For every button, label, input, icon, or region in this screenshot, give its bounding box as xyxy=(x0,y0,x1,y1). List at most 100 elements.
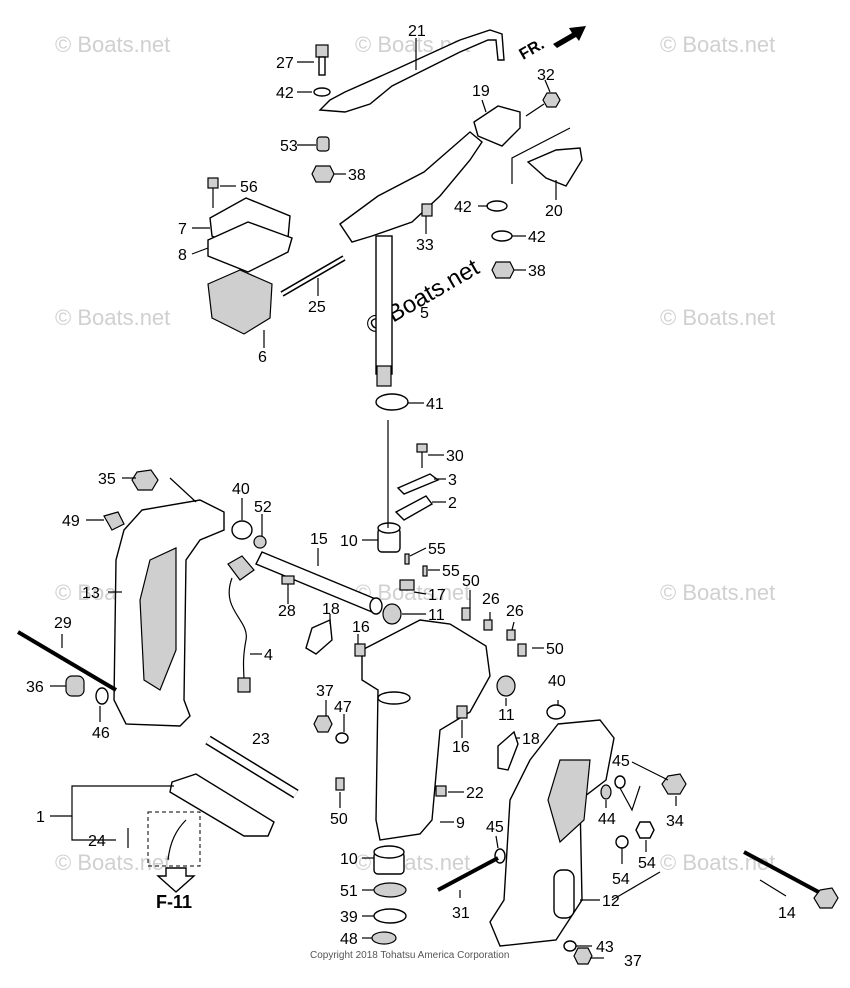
washer-47 xyxy=(335,732,349,744)
callout-29: 29 xyxy=(54,615,72,632)
callout-37: 37 xyxy=(316,683,334,700)
watermark-text: © Boats.net xyxy=(55,32,170,57)
callout-12: 12 xyxy=(602,893,620,910)
callout-1: 1 xyxy=(36,809,45,826)
callout-11: 11 xyxy=(498,707,515,724)
fitting-26b xyxy=(506,629,516,641)
fitting-26a xyxy=(483,619,493,631)
callout-18: 18 xyxy=(522,731,540,748)
callout-11: 11 xyxy=(428,607,445,624)
bolt-22 xyxy=(435,785,447,797)
callout-47: 47 xyxy=(334,699,352,716)
washer-54a xyxy=(615,835,629,849)
callout-8: 8 xyxy=(178,247,187,264)
bolt-31 xyxy=(437,856,499,892)
bolt-16a xyxy=(354,643,366,657)
watermark-text: © Boats.net xyxy=(660,305,775,330)
callout-10: 10 xyxy=(340,533,358,550)
leader-lines xyxy=(50,38,787,959)
washer-46 xyxy=(95,687,109,705)
grease-nipple-50b xyxy=(517,643,527,657)
watermark-text: © Boats.net xyxy=(660,32,775,57)
collar-33 xyxy=(421,203,433,217)
grease-nipple-50c xyxy=(335,777,345,791)
shaft-spline xyxy=(376,365,392,387)
nut-38b xyxy=(491,261,515,279)
callout-52: 52 xyxy=(254,499,272,516)
bushing-10-lower xyxy=(373,845,405,875)
steering-arm-rod xyxy=(318,29,505,113)
callout-16: 16 xyxy=(452,739,470,756)
callout-3: 3 xyxy=(448,472,457,489)
callout-45: 45 xyxy=(612,753,630,770)
washer-40b xyxy=(546,704,566,720)
callout-30: 30 xyxy=(446,448,464,465)
callout-36: 36 xyxy=(26,679,44,696)
callout-4: 4 xyxy=(264,647,273,664)
washer-41 xyxy=(375,393,409,411)
lever-18a xyxy=(305,618,333,655)
callout-22: 22 xyxy=(466,785,484,802)
callout-26: 26 xyxy=(482,591,500,608)
bracket-19 xyxy=(473,105,521,147)
gasket-8 xyxy=(207,221,293,273)
callout-55: 55 xyxy=(442,563,460,580)
callout-35: 35 xyxy=(98,471,116,488)
swivel-bracket-9 xyxy=(361,619,491,841)
steering-bracket-arm xyxy=(339,131,483,243)
front-label: FR. xyxy=(517,36,548,64)
watermark-text: © Boats.net xyxy=(660,850,775,875)
copyright-notice: Copyright 2018 Tohatsu America Corporati… xyxy=(310,950,509,961)
bolt-32 xyxy=(525,92,561,117)
callout-50: 50 xyxy=(462,573,480,590)
callout-54: 54 xyxy=(612,871,630,888)
callout-19: 19 xyxy=(472,83,490,100)
callout-48: 48 xyxy=(340,931,358,948)
washer-42c xyxy=(491,230,513,242)
callout-5: 5 xyxy=(420,305,429,322)
callout-6: 6 xyxy=(258,349,267,366)
bolt-29 xyxy=(16,630,118,692)
plate-2 xyxy=(394,495,434,521)
callout-40: 40 xyxy=(232,481,250,498)
seal-39 xyxy=(373,908,407,924)
grease-nipple-50a xyxy=(461,607,471,621)
callout-50: 50 xyxy=(330,811,348,828)
callout-15: 15 xyxy=(310,531,328,548)
callout-51: 51 xyxy=(340,883,358,900)
callout-42: 42 xyxy=(454,199,472,216)
callout-55: 55 xyxy=(428,541,446,558)
nut-34 xyxy=(661,773,687,795)
callout-23: 23 xyxy=(252,731,270,748)
front-direction-indicator: FR. xyxy=(517,26,586,64)
plate-3 xyxy=(396,473,440,495)
trim-sensor-4 xyxy=(227,555,255,693)
clamp-bracket-12-web xyxy=(547,759,591,844)
callout-25: 25 xyxy=(308,299,326,316)
watermark-text: © Boats.net xyxy=(660,580,775,605)
washer-40a xyxy=(231,520,253,540)
bushing-10-upper xyxy=(377,522,401,553)
callout-45: 45 xyxy=(486,819,504,836)
nut-38a xyxy=(311,165,335,183)
callout-39: 39 xyxy=(340,909,358,926)
figure-reference-label: F-11 xyxy=(156,892,192,912)
nut-54b xyxy=(635,821,655,839)
pin-55b xyxy=(422,565,428,577)
washer-44 xyxy=(600,784,612,800)
callout-labels: 21 27 42 32 19 53 38 56 7 8 42 42 38 20 … xyxy=(26,23,796,970)
parts xyxy=(16,29,839,965)
watermark-text: © Boats.net xyxy=(55,850,170,875)
ground-wire-box xyxy=(147,811,201,867)
bolt-27 xyxy=(315,44,329,76)
callout-17: 17 xyxy=(428,587,446,604)
washer-42b xyxy=(486,200,508,212)
callout-46: 46 xyxy=(92,725,110,742)
bolt-14 xyxy=(743,850,827,898)
washer-52 xyxy=(253,535,267,549)
bolt-56 xyxy=(207,177,219,208)
washer-42a xyxy=(313,87,331,97)
callout-54: 54 xyxy=(638,855,656,872)
callout-31: 31 xyxy=(452,905,470,922)
